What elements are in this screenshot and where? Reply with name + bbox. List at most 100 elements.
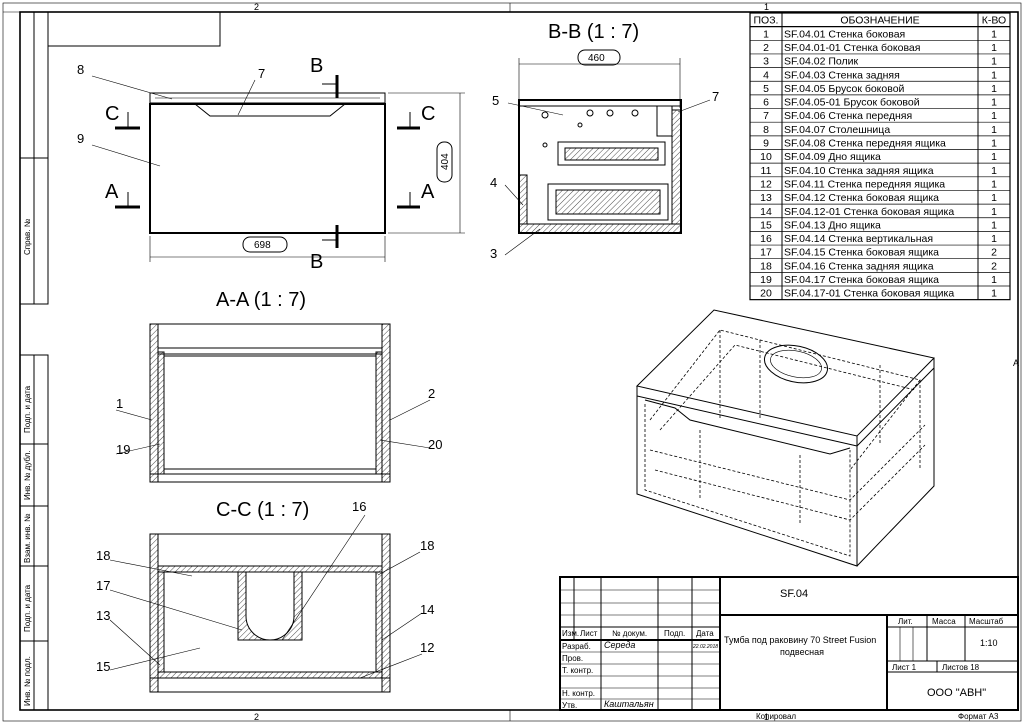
section-a-left: A (105, 181, 119, 203)
tb-scale-label: Масштаб (969, 617, 1004, 626)
dim-front-width: 698 (254, 240, 271, 251)
aa-title: A-A (1 : 7) (216, 289, 306, 311)
tb-role-razrab: Разраб. (562, 642, 591, 651)
tb-scale-value: 1:10 (980, 638, 998, 648)
table-cell-pos: 4 (763, 69, 769, 81)
table-cell-pos: 7 (763, 110, 769, 122)
table-cell-designation: SF.04.01-01 Стенка боковая (784, 42, 920, 54)
tb-col-doc: № докум. (612, 629, 647, 638)
table-header-pos: ПОЗ. (754, 15, 779, 27)
table-cell-designation: SF.04.08 Стенка передняя ящика (784, 138, 946, 150)
table-cell-qty: 1 (991, 110, 997, 122)
side-label-podp-1: Подп. и дата (23, 385, 32, 433)
callout-3: 3 (490, 246, 497, 261)
section-c-left: C (105, 103, 119, 125)
isometric-view (635, 309, 935, 567)
table-cell-designation: SF.04.13 Дно ящика (784, 219, 881, 231)
section-a-right: A (421, 181, 435, 203)
table-cell-qty: 1 (991, 138, 997, 150)
table-cell-pos: 6 (763, 97, 769, 109)
table-cell-pos: 10 (760, 151, 772, 163)
table-cell-pos: 9 (763, 138, 769, 150)
tb-razrab-date: 22.02.2018 (692, 644, 718, 650)
table-cell-qty: 1 (991, 97, 997, 109)
table-cell-designation: SF.04.14 Стенка вертикальная (784, 233, 933, 245)
table-header-qty: К-ВО (982, 15, 1006, 27)
table-cell-qty: 1 (991, 219, 997, 231)
table-cell-qty: 2 (991, 247, 997, 259)
cc-title: C-C (1 : 7) (216, 499, 309, 521)
callout-18-right: 18 (420, 538, 434, 553)
table-cell-pos: 17 (760, 247, 772, 259)
tb-format: Формат А3 (958, 712, 999, 721)
side-label-podp-2: Подп. и дата (23, 584, 32, 632)
table-cell-qty: 1 (991, 274, 997, 286)
side-label-inv-podl: Инв. № подл. (23, 656, 32, 706)
table-cell-pos: 5 (763, 83, 769, 95)
tb-col-sign: Подп. (664, 629, 685, 638)
table-cell-qty: 1 (991, 69, 997, 81)
table-cell-qty: 1 (991, 42, 997, 54)
table-cell-pos: 15 (760, 219, 772, 231)
table-cell-qty: 1 (991, 124, 997, 136)
tb-role-prov: Пров. (562, 654, 583, 663)
table-cell-qty: 1 (991, 206, 997, 218)
table-cell-qty: 1 (991, 165, 997, 177)
table-cell-designation: SF.04.06 Стенка передняя (784, 110, 912, 122)
tb-col-date: Дата (696, 629, 714, 638)
table-cell-qty: 1 (991, 178, 997, 190)
side-label-vzam: Взам. инв. № (23, 513, 32, 563)
table-cell-pos: 11 (761, 165, 772, 177)
dim-bb-width: 460 (588, 53, 605, 64)
table-cell-qty: 1 (991, 28, 997, 40)
callout-7-bb: 7 (712, 89, 719, 104)
zone-top-right: 1 (764, 2, 769, 12)
callout-8: 8 (77, 62, 84, 77)
table-cell-designation: SF.04.09 Дно ящика (784, 151, 881, 163)
table-cell-designation: SF.04.05-01 Брусок боковой (784, 97, 920, 109)
title-block: SF.04 Тумба под раковину 70 Street Fusio… (559, 576, 1019, 721)
table-cell-designation: SF.04.15 Стенка боковая ящика (784, 247, 939, 259)
side-label-inv-dubl: Инв. № дубл. (23, 450, 32, 500)
binding-strip: Справ. № Подп. и дата Инв. № дубл. Взам.… (19, 11, 49, 711)
table-cell-qty: 2 (991, 260, 997, 272)
tb-designation: SF.04 (780, 588, 808, 600)
zone-top-left: 2 (254, 2, 259, 12)
callout-7-front: 7 (258, 66, 265, 81)
table-cell-pos: 20 (760, 288, 772, 300)
table-cell-designation: SF.04.11 Стенка передняя ящика (784, 178, 945, 190)
section-b-top: B (310, 55, 323, 77)
table-cell-pos: 13 (760, 192, 772, 204)
tb-role-tkontr: Т. контр. (562, 666, 593, 675)
tb-company: ООО "АВН" (927, 687, 986, 699)
table-cell-pos: 8 (763, 124, 769, 136)
table-cell-designation: SF.04.12-01 Стенка боковая ящика (784, 206, 954, 218)
tb-name-line2: подвесная (780, 647, 824, 657)
table-cell-pos: 3 (763, 56, 769, 68)
table-header-designation: ОБОЗНАЧЕНИЕ (840, 15, 919, 27)
callout-4: 4 (490, 175, 497, 190)
section-bb: B-B (1 : 7) 460 5 7 4 3 (490, 21, 719, 261)
tb-sheet: Лист 1 (892, 663, 917, 672)
table-cell-designation: SF.04.10 Стенка задняя ящика (784, 165, 934, 177)
callout-14: 14 (420, 602, 434, 617)
tb-role-utv: Утв. (562, 701, 577, 710)
table-cell-pos: 18 (760, 260, 772, 272)
table-cell-qty: 1 (991, 233, 997, 245)
callout-2: 2 (428, 386, 435, 401)
side-label-sprav: Справ. № (23, 218, 32, 255)
tb-copied: Копировал (756, 712, 796, 721)
tb-sheets: Листов 18 (942, 663, 980, 672)
table-cell-designation: SF.04.07 Столешница (784, 124, 890, 136)
bb-title: B-B (1 : 7) (548, 21, 639, 43)
table-cell-qty: 1 (991, 83, 997, 95)
section-cc: C-C (1 : 7) 16 18 18 17 13 14 12 15 (96, 499, 434, 693)
zone-right: A (1013, 358, 1019, 368)
section-aa: A-A (1 : 7) 1 2 19 20 (115, 289, 442, 483)
callout-18-left: 18 (96, 548, 110, 563)
table-cell-qty: 1 (991, 151, 997, 163)
callout-17: 17 (96, 578, 110, 593)
section-b-bottom: B (310, 251, 323, 273)
